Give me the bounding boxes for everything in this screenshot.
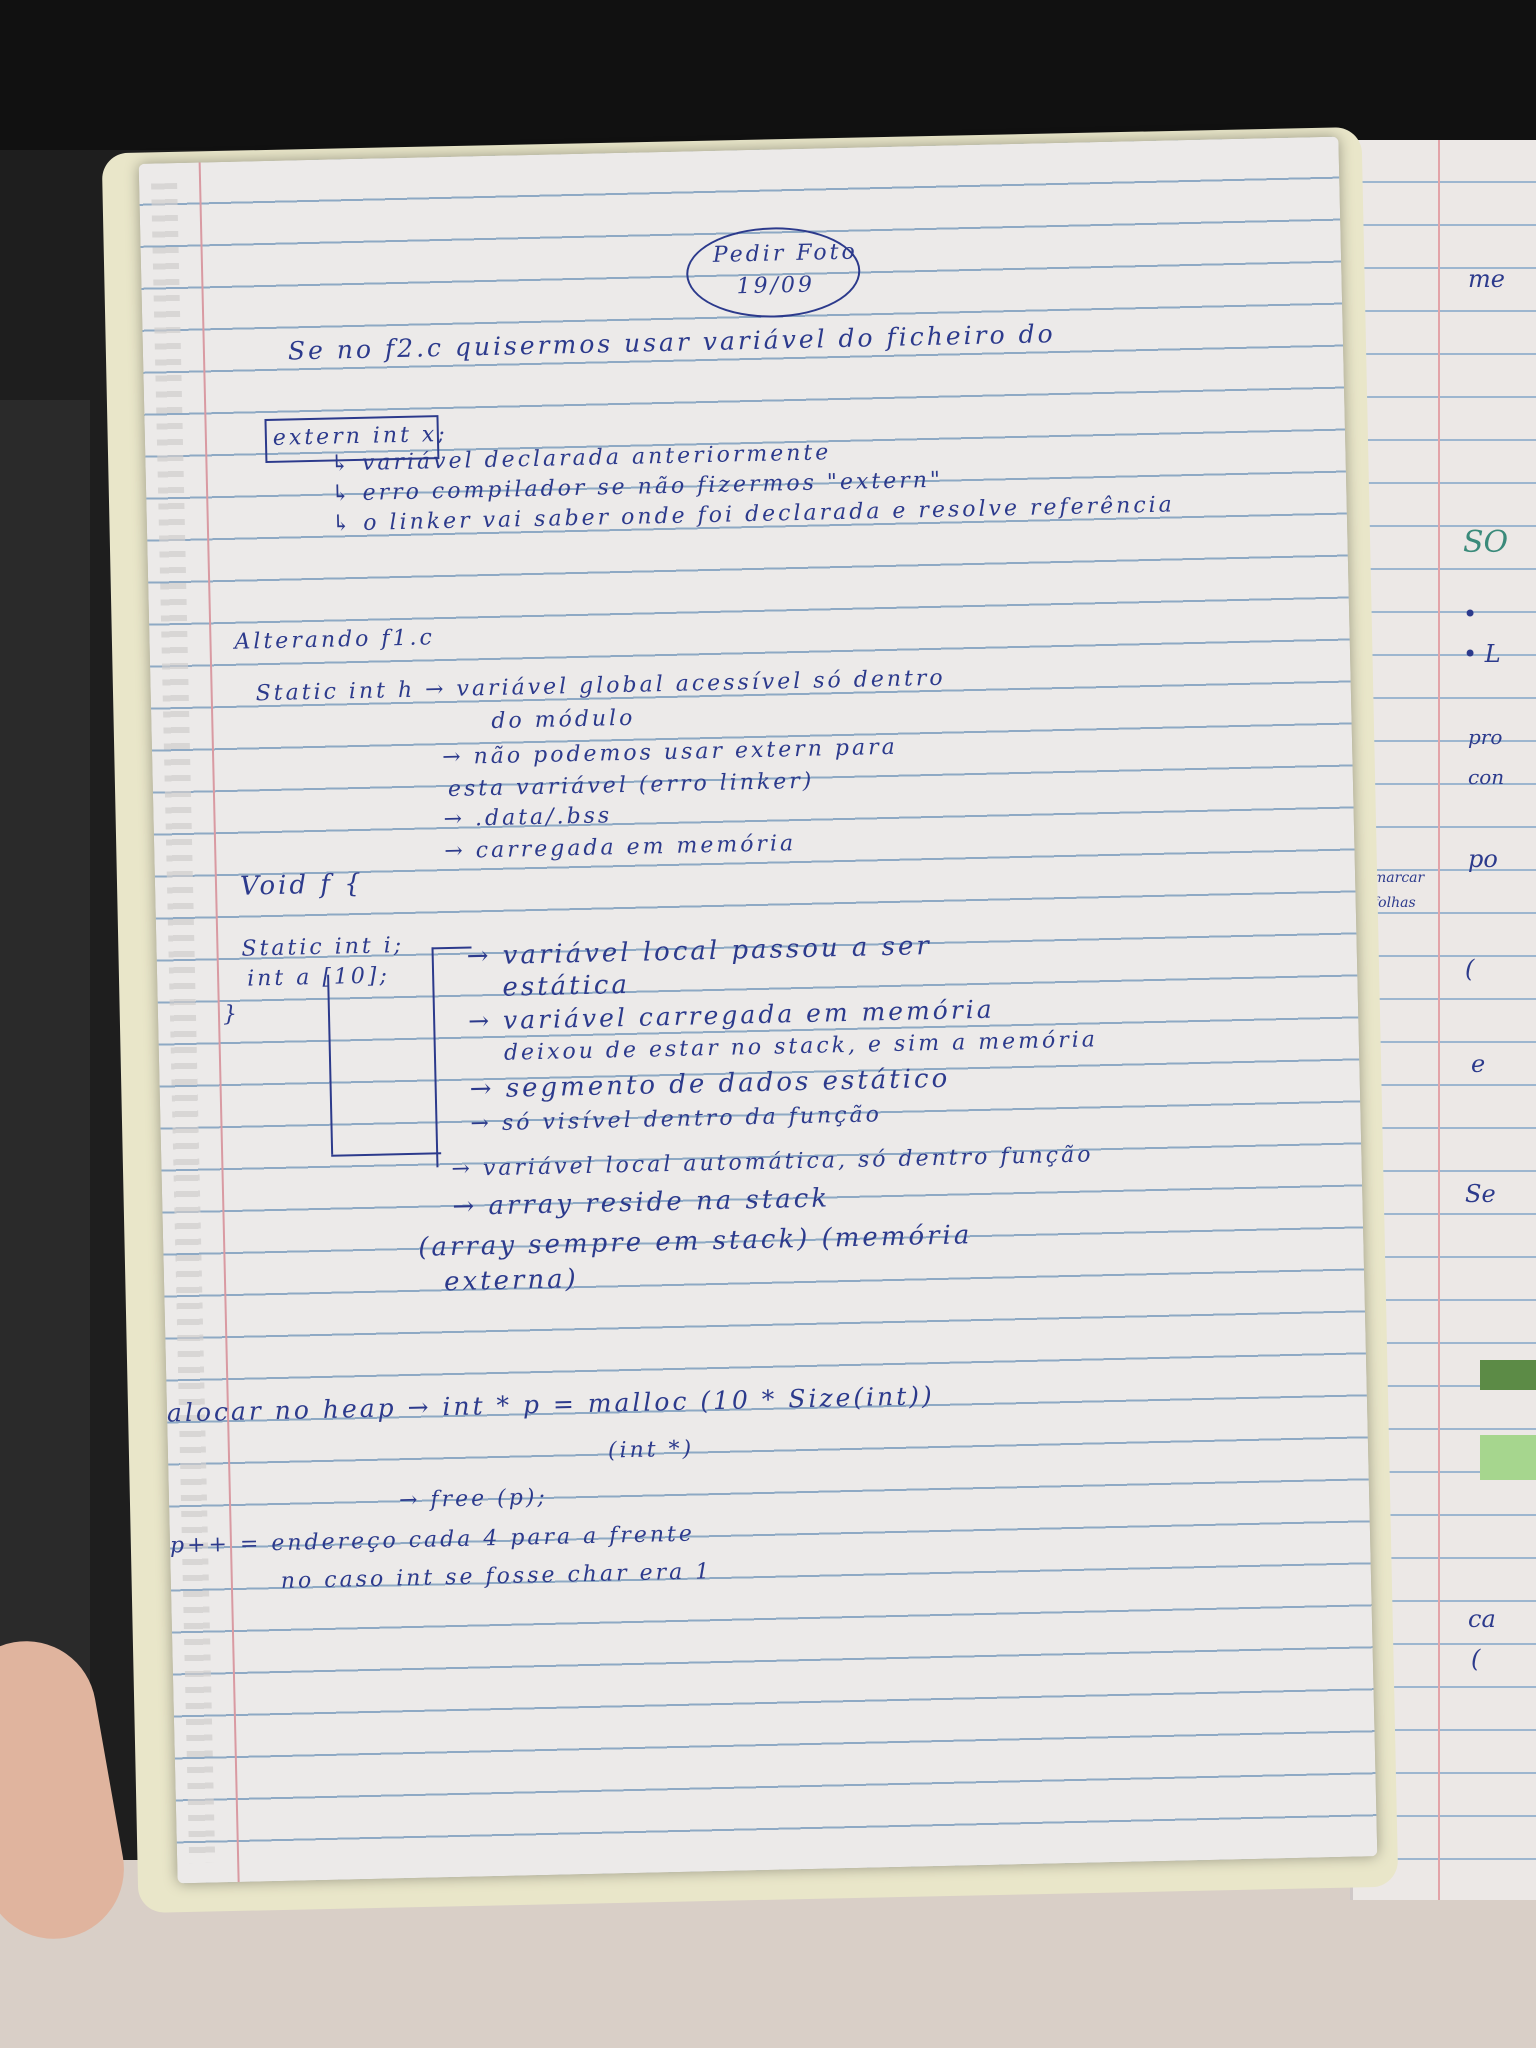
thumb [0, 1630, 135, 1950]
bracket-line [327, 974, 334, 1155]
right-page-text: SO [1463, 525, 1509, 560]
stamp-line: 19/09 [736, 272, 816, 300]
right-page-text: marcar [1373, 870, 1425, 886]
right-page-text: • L [1463, 640, 1501, 668]
notebook-page: Pedir Foto 19/09 Se no f2.c quisermos us… [138, 136, 1378, 1884]
note-line: → carregada em memória [444, 831, 797, 865]
right-page-text: folhas [1373, 895, 1416, 911]
note-line: (array sempre em stack) (memória [417, 1220, 973, 1263]
note-line: → .data/.bss [443, 803, 613, 833]
note-line: (int *) [607, 1436, 695, 1464]
note-line: → não podemos usar extern para [441, 734, 899, 771]
green-highlight [1480, 1360, 1536, 1390]
note-line: no caso int se fosse char era 1 [280, 1559, 713, 1594]
note-line: → free (p); [398, 1484, 549, 1514]
note-line: esta variável (erro linker) [447, 768, 815, 802]
note-line: p++ = endereço cada 4 para a frente [169, 1521, 696, 1559]
note-line: Static int h → variável global acessível… [255, 665, 946, 707]
note-line: Se no f2.c quisermos usar variável do fi… [287, 319, 1056, 366]
code-line: int a [10]; [246, 963, 391, 992]
right-page-text: con [1468, 765, 1505, 789]
right-page-margin-line [1438, 140, 1440, 1900]
note-line: → só visível dentro da função [470, 1102, 883, 1137]
note-line: do módulo [491, 705, 636, 734]
right-page-text: me [1468, 265, 1505, 293]
note-line: alocar no heap → int * p = malloc (10 * … [166, 1381, 936, 1428]
note-line: externa) [443, 1264, 580, 1298]
bracket-line [431, 947, 439, 1168]
note-line: deixou de estar no stack, e sim a memóri… [503, 1027, 1099, 1066]
green-highlight [1480, 1435, 1536, 1480]
note-heading: Alterando f1.c [234, 625, 436, 655]
note-line: extern int x; [272, 421, 448, 451]
right-page-text: pro [1468, 725, 1503, 749]
right-page-text: ( [1465, 955, 1475, 983]
right-page-text: po [1468, 845, 1498, 873]
stamp-line: Pedir Foto [712, 239, 858, 268]
code-line: Void f { [239, 868, 365, 902]
right-page-text: • [1463, 600, 1478, 628]
right-page-text: ca [1468, 1605, 1496, 1633]
bracket-line [331, 1152, 442, 1157]
background-dark [0, 0, 1536, 150]
note-line: → variável local automática, só dentro f… [451, 1142, 1094, 1182]
code-line: } [222, 1001, 241, 1028]
code-line: Static int i; [241, 933, 405, 962]
note-line: → variável local passou a ser [466, 931, 933, 972]
note-line: → array reside na stack [452, 1183, 831, 1222]
right-page-text: Se [1465, 1180, 1496, 1208]
right-page-text: ( [1471, 1645, 1481, 1673]
right-page-text: e [1471, 1050, 1486, 1078]
note-line: → segmento de dados estático [469, 1063, 951, 1105]
note-line: estática [502, 969, 631, 1003]
